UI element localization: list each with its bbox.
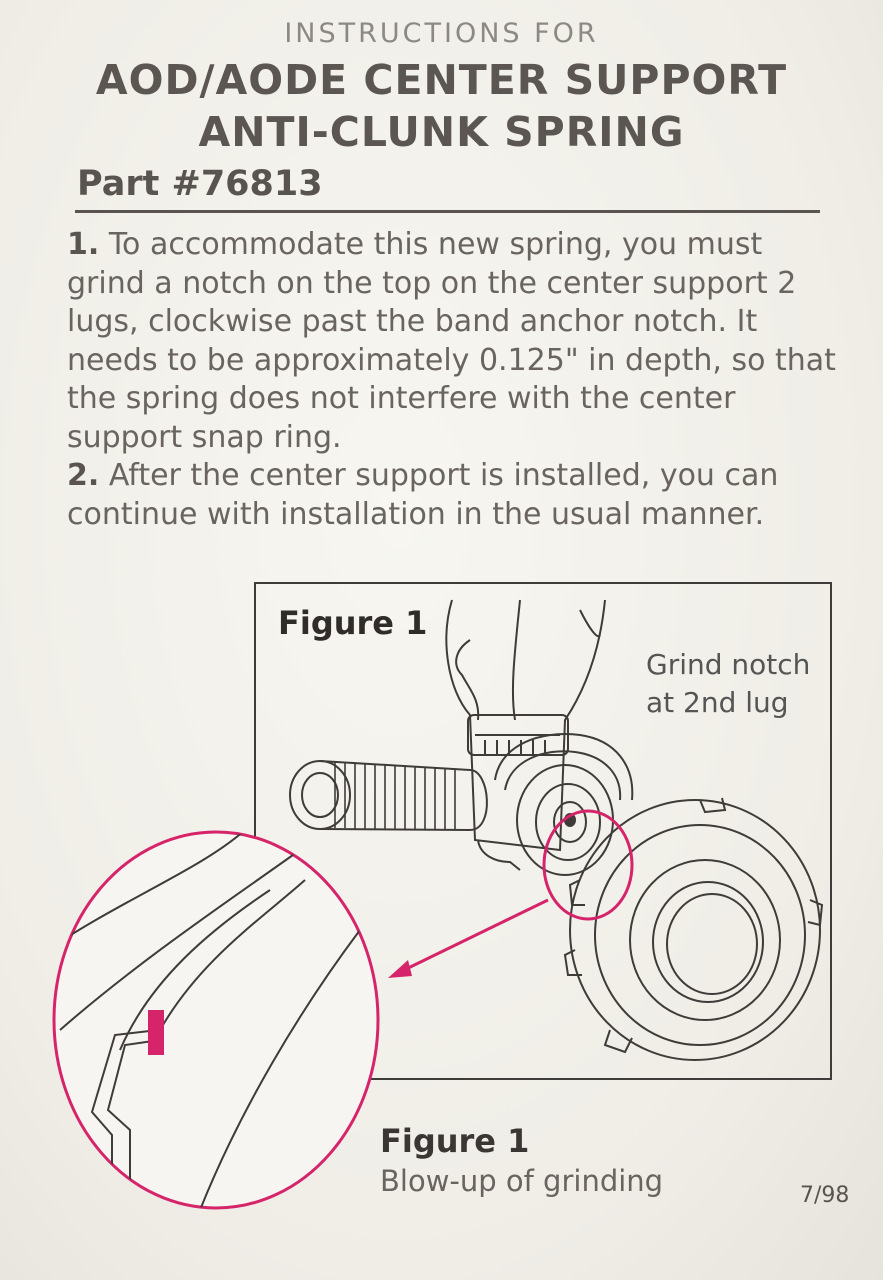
caption-subtitle: Blow-up of grinding [380, 1164, 664, 1198]
step-1: 1. To accommodate this new spring, you m… [67, 226, 837, 457]
center-support-ring [563, 797, 824, 1061]
step-2-number: 2. [67, 458, 100, 493]
step-2-text: After the center support is installed, y… [67, 458, 779, 532]
step-2: 2. After the center support is installed… [67, 457, 837, 534]
grinder-handle-outline [445, 599, 606, 852]
title-line-1: AOD/AODE CENTER SUPPORT [95, 56, 788, 104]
arrow-head-icon [388, 960, 412, 978]
step-1-number: 1. [67, 227, 100, 262]
revision-date: 7/98 [800, 1183, 850, 1208]
title-line-2: ANTI-CLUNK SPRING [198, 108, 685, 156]
blow-up-detail [52, 830, 380, 1210]
instructions-kicker: INSTRUCTIONS FOR [284, 18, 599, 49]
caption-title: Figure 1 [380, 1122, 530, 1160]
header-divider [75, 210, 820, 213]
grind-callout-text: Grind notch at 2nd lug [646, 648, 811, 719]
figure-label: Figure 1 [278, 604, 428, 642]
wheel-guard [494, 733, 634, 801]
instruction-steps: 1. To accommodate this new spring, you m… [67, 226, 837, 534]
grind-location-highlight [542, 809, 634, 921]
step-1-text: To accommodate this new spring, you must… [67, 227, 836, 455]
figure-frame [254, 582, 832, 1080]
part-number: Part #76813 [77, 164, 323, 204]
side-handle [289, 760, 488, 831]
callout-arrow [399, 898, 549, 974]
grind-notch-mark [148, 1010, 164, 1055]
